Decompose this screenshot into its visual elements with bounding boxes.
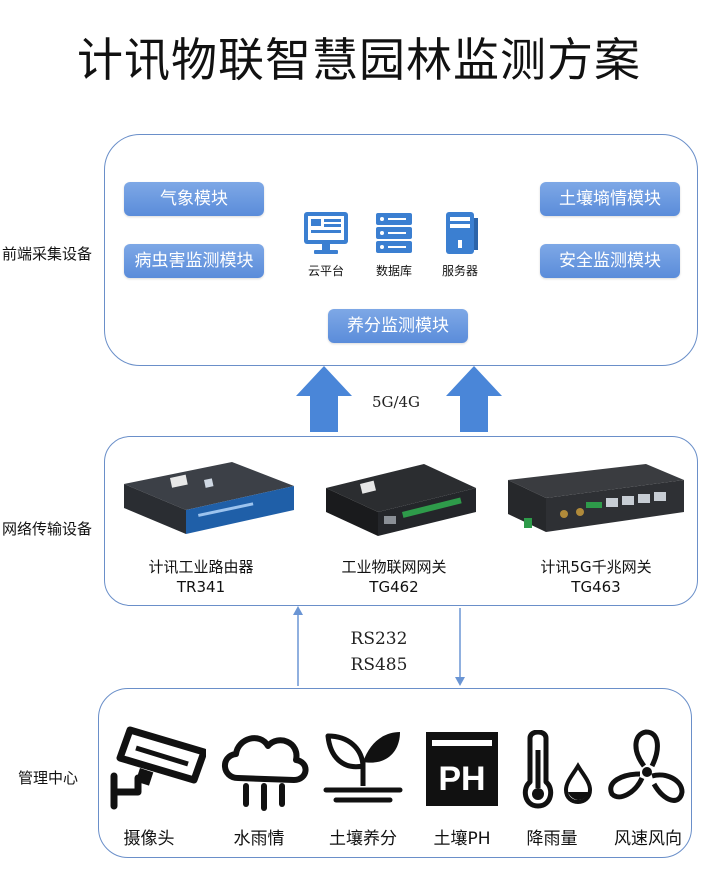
pest-module[interactable]: 病虫害监测模块 bbox=[124, 244, 264, 278]
thin-down-arrow-icon bbox=[455, 677, 465, 686]
sensor-label-rainfall: 降雨量 bbox=[526, 829, 578, 849]
sensor-label-soil-nutrient: 土壤养分 bbox=[329, 829, 397, 849]
rain-cloud-icon bbox=[222, 735, 309, 811]
fan-icon bbox=[608, 729, 685, 803]
serial-label-rs485: RS485 bbox=[350, 655, 408, 675]
sensor-label-wind: 风速风向 bbox=[614, 829, 682, 849]
database: 数据库 bbox=[364, 210, 424, 279]
device-name-1: 工业物联网网关 bbox=[341, 558, 447, 576]
sensor-label-soil-ph: 土壤PH bbox=[433, 829, 491, 849]
device-name-2: 计讯5G千兆网关 bbox=[540, 558, 652, 576]
gateway-tg462-image bbox=[326, 464, 476, 536]
serial-arrows bbox=[293, 606, 465, 686]
section-label-network: 网络传输设备 bbox=[2, 520, 93, 538]
cloud-platform-label: 云平台 bbox=[307, 264, 344, 278]
device-model-0: TR341 bbox=[176, 578, 226, 596]
server-label: 服务器 bbox=[441, 264, 478, 278]
server: 服务器 bbox=[430, 210, 490, 279]
ph-icon: PH bbox=[426, 732, 498, 806]
sensor-label-camera: 摄像头 bbox=[123, 829, 175, 849]
safety-module[interactable]: 安全监测模块 bbox=[540, 244, 680, 278]
thermometer-icon bbox=[522, 730, 593, 809]
uplink-label: 5G/4G bbox=[371, 393, 421, 411]
gateway-tg463-image bbox=[508, 464, 684, 532]
uplink-arrows bbox=[296, 366, 502, 432]
up-arrow-left-icon bbox=[296, 366, 352, 432]
section-label-mgmt: 管理中心 bbox=[18, 769, 79, 787]
weather-module[interactable]: 气象模块 bbox=[124, 182, 264, 216]
section-label-front: 前端采集设备 bbox=[2, 245, 93, 263]
device-model-1: TG462 bbox=[369, 578, 419, 596]
database-icon bbox=[376, 213, 412, 253]
router-tr341-image bbox=[124, 462, 294, 534]
cloud-platform: 云平台 bbox=[296, 210, 356, 279]
page-title: 计讯物联智慧园林监测方案 bbox=[77, 33, 641, 87]
up-arrow-right-icon bbox=[446, 366, 502, 432]
monitor-icon bbox=[304, 212, 348, 254]
sprout-icon bbox=[323, 732, 403, 803]
camera-icon bbox=[110, 726, 206, 810]
thin-up-arrow-icon bbox=[293, 606, 303, 615]
soil-moisture-module[interactable]: 土壤墒情模块 bbox=[540, 182, 680, 216]
device-name-0: 计讯工业路由器 bbox=[148, 558, 254, 576]
sensor-label-water-rain: 水雨情 bbox=[233, 829, 285, 849]
database-label: 数据库 bbox=[375, 264, 412, 278]
ph-text: PH bbox=[438, 760, 485, 798]
nutrient-module[interactable]: 养分监测模块 bbox=[328, 309, 468, 343]
server-icon bbox=[446, 212, 478, 254]
serial-label-rs232: RS232 bbox=[350, 629, 408, 649]
device-model-2: TG463 bbox=[571, 578, 621, 596]
